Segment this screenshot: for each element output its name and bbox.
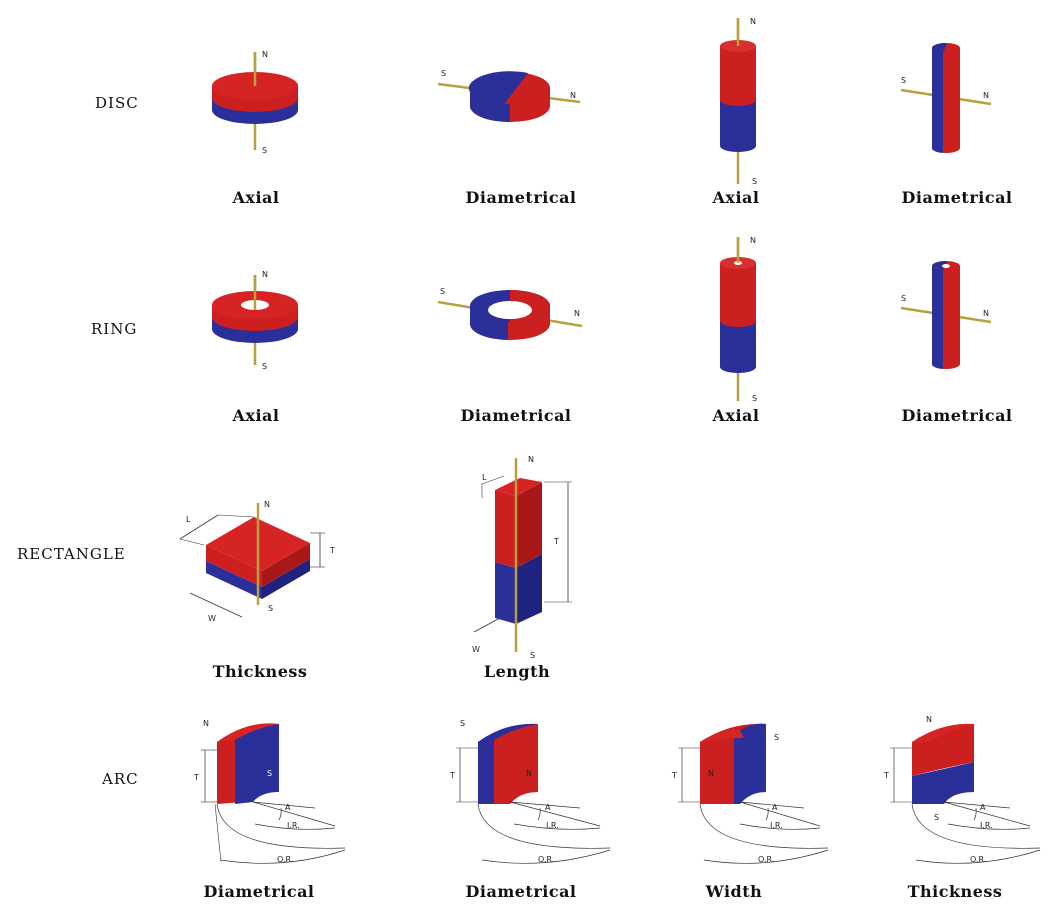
disc-diametrical-figure: S N [437, 69, 581, 122]
north-label: N [262, 270, 268, 279]
north-label: N [926, 715, 932, 724]
thickness-dim-label: T [329, 546, 335, 555]
caption-arc-4: Thickness [907, 882, 1003, 901]
south-label: S [901, 294, 906, 303]
south-label: S [934, 813, 939, 822]
ring-diametrical-figure: S N [437, 287, 583, 340]
width-dim-label: W [208, 614, 216, 623]
outer-radius-label: O.R. [758, 855, 774, 864]
row-label-disc: DISC [95, 94, 139, 112]
row-label-ring: RING [91, 320, 138, 338]
ring-axial-figure: N S [212, 270, 298, 371]
south-label: S [752, 177, 757, 186]
north-label: N [526, 769, 532, 778]
caption-rectangle-2: Length [483, 662, 551, 681]
row-label-rectangle: RECTANGLE [17, 545, 126, 563]
caption-arc-1: Diametrical [203, 882, 315, 901]
caption-ring-1: Axial [232, 406, 280, 425]
north-label: N [264, 500, 270, 509]
north-label: N [750, 236, 756, 245]
outer-radius-label: O.R. [277, 855, 293, 864]
inner-radius-label: I.R. [980, 821, 993, 830]
thickness-dim-label: T [193, 773, 199, 782]
caption-disc-2: Diametrical [465, 188, 577, 207]
caption-disc-1: Axial [232, 188, 280, 207]
caption-ring-3: Axial [712, 406, 760, 425]
arc-diametrical-2-figure: S N T A I.R. O.R. [449, 719, 611, 864]
north-label: N [203, 719, 209, 728]
arc-width-figure: S N T A I.R. O.R. [671, 723, 829, 864]
south-label: S [262, 362, 267, 371]
disc-cylinder-diametrical-figure: S N [900, 42, 992, 153]
outer-radius-label: O.R. [970, 855, 986, 864]
row-label-arc: ARC [102, 770, 139, 788]
south-label: S [530, 651, 535, 660]
angle-dim-label: A [545, 803, 551, 812]
caption-rectangle-1: Thickness [212, 662, 308, 681]
length-dim-label: L [482, 473, 487, 482]
disc-axial-figure: N S [212, 50, 298, 155]
thickness-dim-label: T [449, 771, 455, 780]
rectangle-thickness-figure: L T W N S [179, 500, 335, 623]
outer-radius-label: O.R. [538, 855, 554, 864]
caption-ring-4: Diametrical [901, 406, 1013, 425]
south-label: S [268, 604, 273, 613]
rectangle-length-figure: L T W N S [472, 455, 572, 660]
north-label: N [708, 769, 714, 778]
south-label: S [440, 287, 445, 296]
thickness-dim-label: T [883, 771, 889, 780]
south-label: S [441, 69, 446, 78]
north-label: N [750, 17, 756, 26]
north-label: N [574, 309, 580, 318]
disc-cylinder-axial-figure: N S [720, 17, 757, 186]
ring-cylinder-axial-figure: N S [720, 236, 757, 403]
caption-arc-2: Diametrical [465, 882, 577, 901]
south-label: S [460, 719, 465, 728]
south-label: S [262, 146, 267, 155]
inner-radius-label: I.R. [287, 821, 300, 830]
north-label: N [570, 91, 576, 100]
inner-radius-label: I.R. [770, 821, 783, 830]
north-label: N [983, 91, 989, 100]
width-dim-label: W [472, 645, 480, 654]
ring-cylinder-diametrical-figure: S N [900, 260, 992, 369]
south-label: S [901, 76, 906, 85]
south-label: S [752, 394, 757, 403]
angle-dim-label: A [772, 803, 778, 812]
caption-ring-2: Diametrical [460, 406, 572, 425]
length-dim-label: L [186, 515, 191, 524]
south-label: S [267, 769, 272, 778]
north-label: N [983, 309, 989, 318]
angle-dim-label: A [980, 803, 986, 812]
angle-dim-label: A [285, 803, 291, 812]
thickness-dim-label: T [553, 537, 559, 546]
caption-arc-3: Width [705, 882, 763, 901]
north-label: N [528, 455, 534, 464]
caption-disc-4: Diametrical [901, 188, 1013, 207]
thickness-dim-label: T [671, 771, 677, 780]
arc-diametrical-1-figure: N S T A I.R. O.R. [193, 719, 346, 864]
north-label: N [262, 50, 268, 59]
inner-radius-label: I.R. [546, 821, 559, 830]
caption-disc-3: Axial [712, 188, 760, 207]
south-label: S [774, 733, 779, 742]
arc-thickness-figure: N S T A I.R. O.R. [883, 715, 1041, 864]
